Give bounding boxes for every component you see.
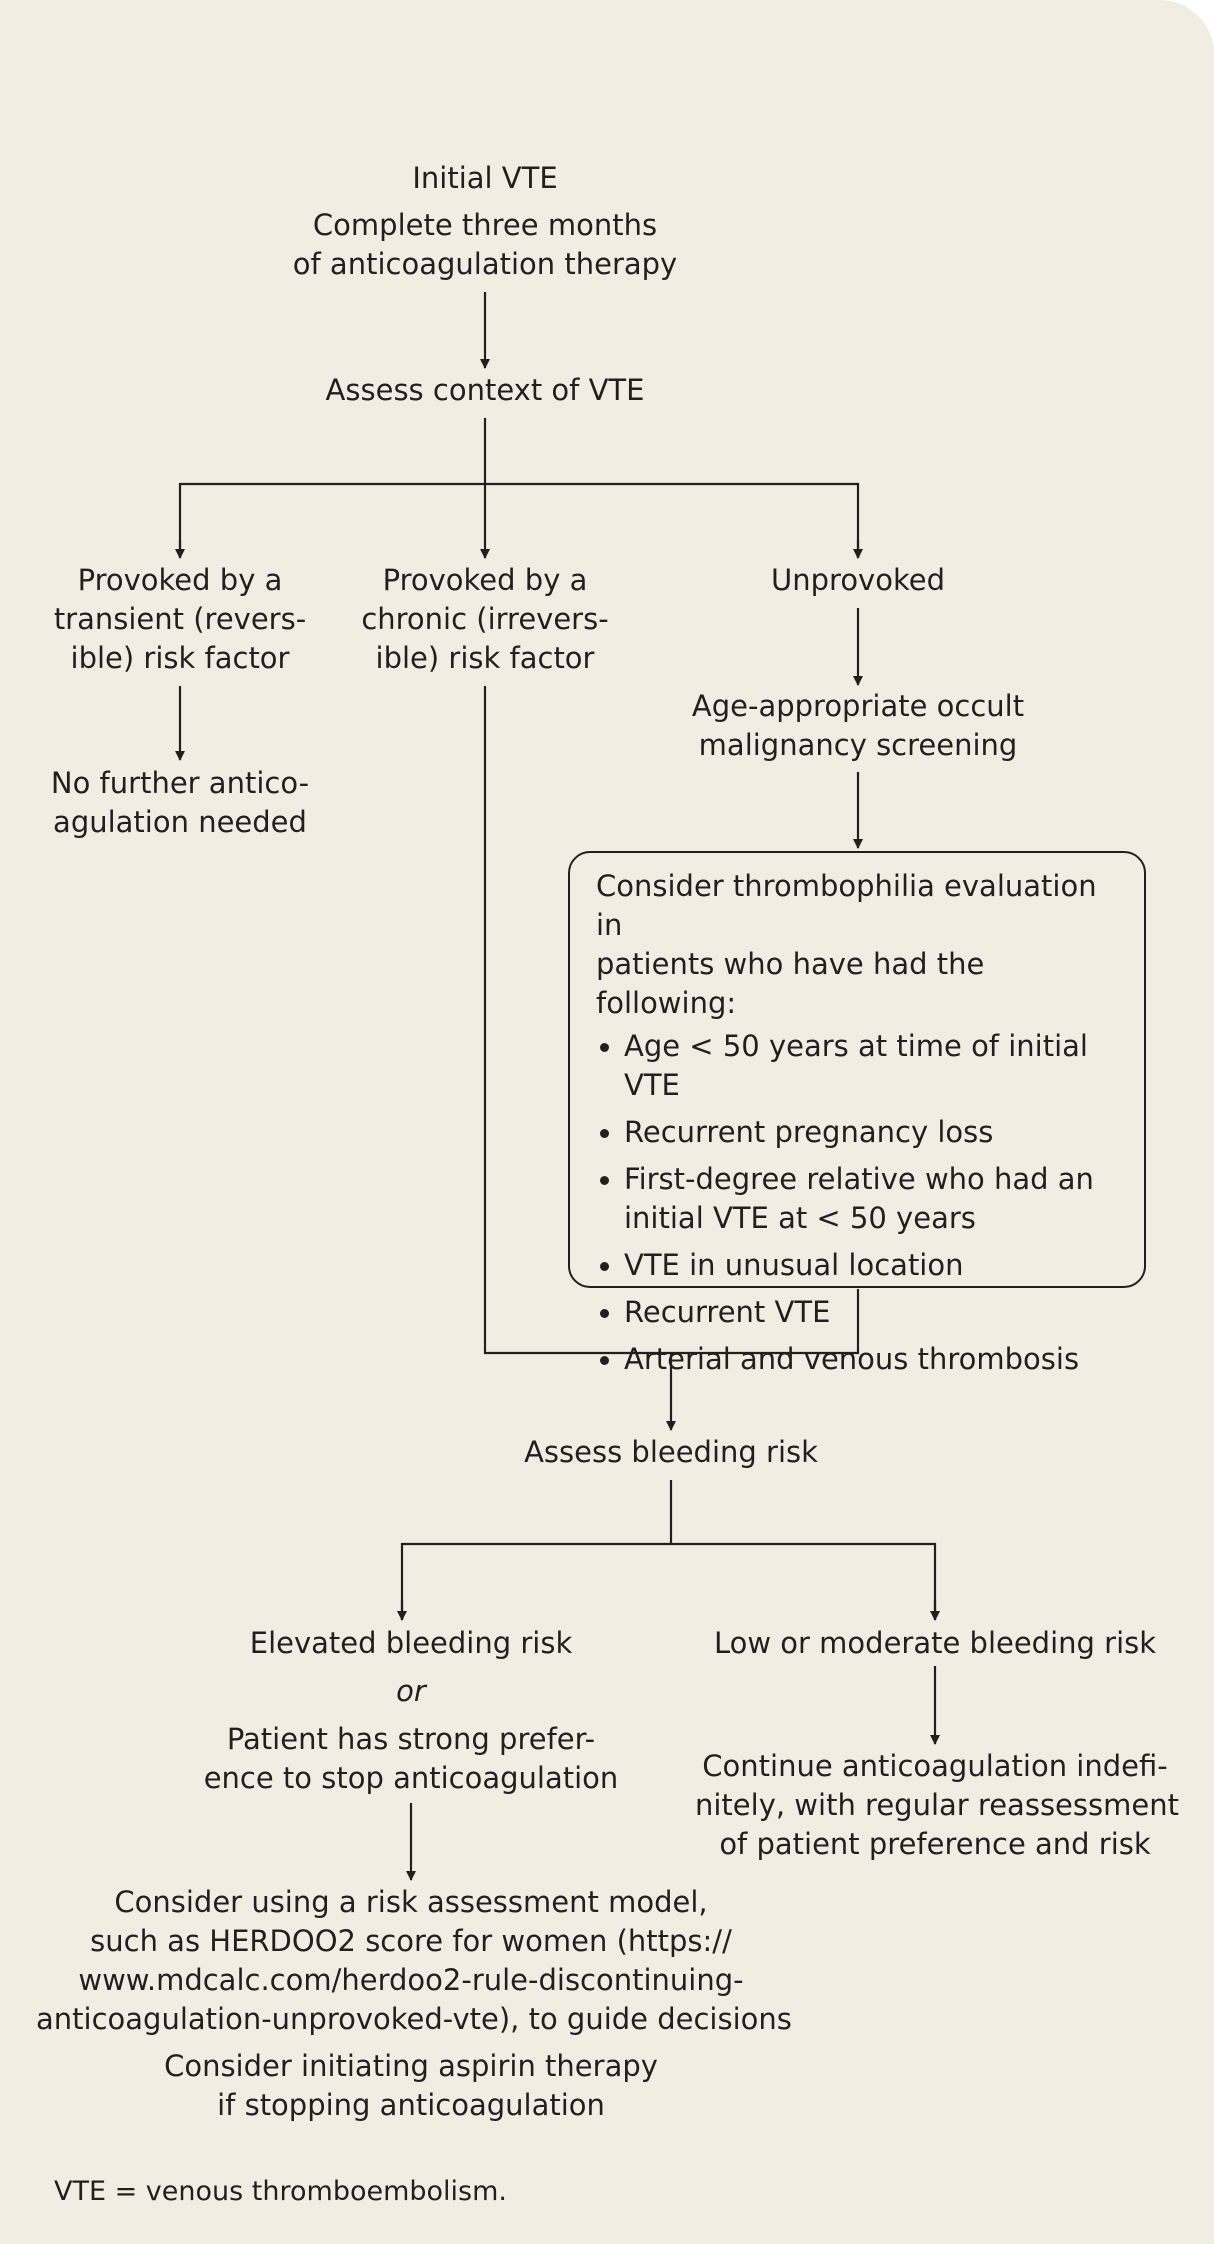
criteria-item: Recurrent pregnancy loss (596, 1113, 1122, 1152)
item-text: Recurrent VTE (624, 1295, 831, 1329)
node-line: Provoked by a (382, 563, 588, 597)
or-label: or (396, 1674, 426, 1708)
intro-line: Consider thrombophilia evaluation in (596, 869, 1097, 942)
node-line: anticoagulation-unprovoked-vte), to guid… (36, 2002, 792, 2036)
criteria-list: Age < 50 years at time of initial VTE Re… (596, 1027, 1122, 1379)
node-line: if stopping anticoagulation (217, 2088, 605, 2122)
thrombophilia-evaluation-box: Consider thrombophilia evaluation in pat… (568, 851, 1146, 1376)
node-line: Consider using a risk assessment model, (114, 1885, 708, 1919)
malignancy-screening-node: Age-appropriate occult malignancy screen… (678, 687, 1038, 765)
unprovoked-node: Unprovoked (771, 563, 945, 597)
criteria-item: VTE in unusual location (596, 1246, 1122, 1285)
start-node: Initial VTE Complete three months of ant… (285, 159, 685, 284)
item-text: Age < 50 years at time of initial VTE (624, 1029, 1088, 1102)
node-line: www.mdcalc.com/herdoo2-rule-discontinuin… (78, 1963, 744, 1997)
intro-line: patients who have had the following: (596, 947, 985, 1020)
low-bleeding-node: Low or moderate bleeding risk (713, 1626, 1157, 1660)
node-line: agulation needed (53, 805, 307, 839)
elevated-bleeding-node: Elevated bleeding risk or Patient has st… (191, 1624, 631, 1798)
item-text: Arterial and venous thrombosis (624, 1342, 1080, 1376)
node-line: No further antico- (50, 766, 310, 800)
item-text: First-degree relative who had an (624, 1162, 1094, 1196)
transient-node: Provoked by a transient (revers- ible) r… (40, 561, 320, 678)
node-line: transient (revers- (53, 602, 307, 636)
item-text: Recurrent pregnancy loss (624, 1115, 994, 1149)
criteria-item: Age < 50 years at time of initial VTE (596, 1027, 1122, 1105)
node-line: ible) risk factor (70, 641, 290, 675)
item-text: VTE in unusual location (624, 1248, 964, 1282)
start-line: of anticoagulation therapy (292, 247, 678, 281)
node-line: Elevated bleeding risk (249, 1626, 573, 1660)
box-intro: Consider thrombophilia evaluation in pat… (596, 867, 1122, 1023)
criteria-item: Arterial and venous thrombosis (596, 1340, 1122, 1379)
continue-anticoagulation-node: Continue anticoagulation indefi- nitely,… (695, 1747, 1179, 1864)
chronic-node: Provoked by a chronic (irrevers- ible) r… (345, 561, 625, 678)
node-line: Patient has strong prefer- (226, 1722, 596, 1756)
risk-model-node: Consider using a risk assessment model, … (36, 1883, 792, 2125)
node-line: Continue anticoagulation indefi- (702, 1749, 1168, 1783)
node-line: malignancy screening (698, 728, 1018, 762)
node-line: Consider initiating aspirin therapy (164, 2049, 658, 2083)
node-line: Age-appropriate occult (691, 689, 1025, 723)
start-line: Complete three months (312, 208, 658, 242)
no-further-anticoagulation-node: No further antico- agulation needed (30, 764, 330, 842)
start-title: Initial VTE (412, 161, 558, 195)
criteria-item: First-degree relative who had an initial … (596, 1160, 1122, 1238)
node-line: chronic (irrevers- (361, 602, 609, 636)
criteria-item: Recurrent VTE (596, 1293, 1122, 1332)
node-line: ence to stop anticoagulation (203, 1761, 619, 1795)
node-line: nitely, with regular reassessment (695, 1788, 1179, 1822)
node-line: Provoked by a (77, 563, 283, 597)
node-line: of patient preference and risk (719, 1827, 1151, 1861)
node-line: ible) risk factor (375, 641, 595, 675)
assess-context-node: Assess context of VTE (325, 373, 645, 407)
assess-bleeding-node: Assess bleeding risk (524, 1435, 818, 1469)
node-line: such as HERDOO2 score for women (https:/… (90, 1924, 732, 1958)
footnote: VTE = venous thromboembolism. (54, 2176, 508, 2207)
item-text: initial VTE at < 50 years (624, 1201, 976, 1235)
